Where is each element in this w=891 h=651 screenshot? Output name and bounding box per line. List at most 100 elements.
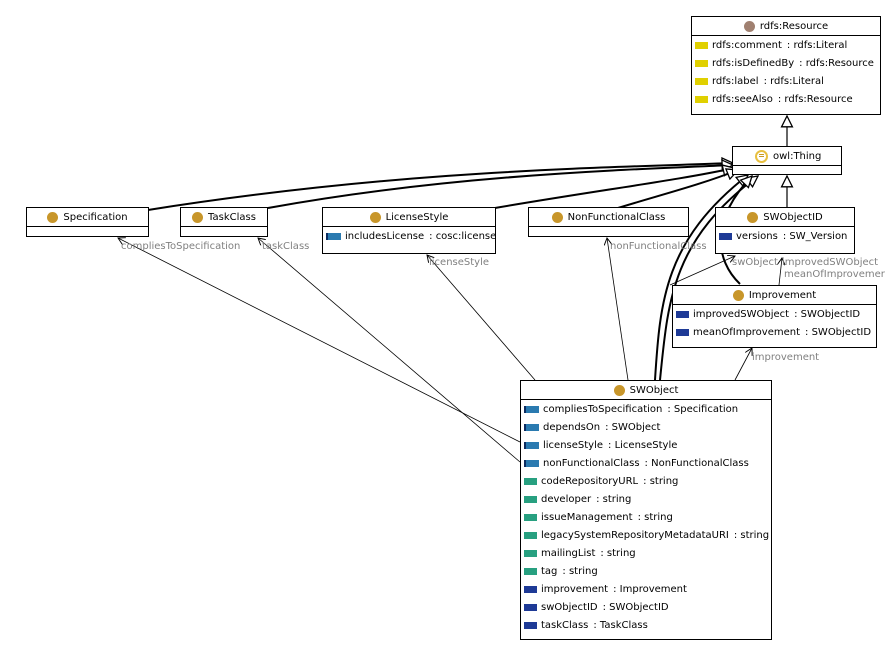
property-row[interactable]: tag: string (521, 562, 771, 580)
property-type: : rdfs:Resource (799, 57, 874, 69)
property-name: rdfs:label (712, 75, 759, 87)
datatype-property-icon (524, 549, 537, 557)
property-type: : TaskClass (593, 619, 648, 631)
functional-object-property-icon (524, 441, 539, 449)
property-row[interactable]: versions: SW_Version (716, 227, 854, 245)
property-type: : Specification (667, 403, 739, 415)
isa-edge-nonfunctional (617, 170, 738, 209)
functional-object-property-icon (524, 459, 539, 467)
property-name: codeRepositoryURL (541, 475, 639, 487)
property-name: nonFunctionalClass (543, 457, 640, 469)
property-row[interactable]: swObjectID: SWObjectID (521, 598, 771, 616)
property-type: : SWObjectID (805, 326, 872, 338)
property-row[interactable]: rdfs:label : rdfs:Literal (692, 72, 880, 90)
property-type: : rdfs:Resource (777, 93, 853, 105)
property-row[interactable]: rdfs:comment: rdfs:Literal (692, 36, 880, 54)
object-property-icon (524, 621, 537, 629)
property-row[interactable]: legacySystemRepositoryMetadataURI: strin… (521, 526, 771, 544)
property-name: rdfs:seeAlso (712, 93, 773, 105)
property-type: : string (600, 547, 636, 559)
object-property-icon (676, 310, 689, 318)
class-title: TaskClass (208, 211, 256, 223)
property-row[interactable]: issueManagement: string (521, 508, 771, 526)
property-type: : NonFunctionalClass (644, 457, 749, 469)
edge-label-compliesToSpecification: compliesToSpecification (121, 241, 241, 252)
property-row[interactable]: compliesToSpecification : Specification (521, 400, 771, 418)
property-name: issueManagement (541, 511, 633, 523)
class-improvement[interactable]: Improvement improvedSWObject: SWObjectID… (672, 285, 877, 348)
annotation-property-icon (695, 59, 708, 67)
property-type: : string (733, 529, 770, 541)
class-title: SWObject (629, 384, 679, 396)
class-icon (613, 384, 625, 396)
class-specification[interactable]: Specification (26, 207, 149, 237)
class-owl-thing[interactable]: owl:Thing (732, 146, 842, 175)
property-name: compliesToSpecification (543, 403, 663, 415)
class-swobject[interactable]: SWObject compliesToSpecification : Specif… (520, 380, 772, 640)
class-title: owl:Thing (773, 150, 822, 162)
object-property-icon (524, 603, 537, 611)
property-row[interactable]: meanOfImprovement: SWObjectID (673, 323, 876, 341)
class-title: SWObjectID (763, 211, 823, 223)
property-type: : SW_Version (782, 230, 848, 242)
datatype-property-icon (524, 513, 537, 521)
datatype-property-icon (524, 567, 537, 575)
class-icon (192, 211, 204, 223)
property-type: : string (596, 493, 632, 505)
property-type: : rdfs:Literal (763, 75, 824, 87)
property-type: : SWObjectID (794, 308, 861, 320)
class-icon (369, 211, 381, 223)
class-nonfunctionalclass[interactable]: NonFunctionalClass (528, 207, 689, 237)
isa-edge-specification (147, 163, 733, 211)
property-row[interactable]: taskClass : TaskClass (521, 616, 771, 634)
property-row[interactable]: licenseStyle: LicenseStyle (521, 436, 771, 454)
class-rdfs-resource[interactable]: rdfs:Resource rdfs:comment: rdfs:Literal… (691, 16, 881, 115)
property-name: tag (541, 565, 558, 577)
class-title: Specification (63, 211, 128, 223)
property-name: developer (541, 493, 592, 505)
property-type: : LicenseStyle (608, 439, 678, 451)
object-property-icon (719, 232, 732, 240)
class-swobjectid[interactable]: SWObjectID versions: SW_Version (715, 207, 855, 254)
property-row[interactable]: nonFunctionalClass : NonFunctionalClass (521, 454, 771, 472)
property-row[interactable]: mailingList: string (521, 544, 771, 562)
isa-edge-licensestyle (494, 168, 734, 209)
edge-swObject (669, 256, 735, 286)
datatype-property-icon (524, 531, 537, 539)
property-row[interactable]: dependsOn: SWObject (521, 418, 771, 436)
property-type: : Improvement (613, 583, 687, 595)
property-row[interactable]: improvedSWObject: SWObjectID (673, 305, 876, 323)
edge-nonFunctionalClass (607, 238, 629, 381)
property-row[interactable]: rdfs:seeAlso : rdfs:Resource (692, 90, 880, 108)
property-name: swObjectID (541, 601, 598, 613)
functional-object-property-icon (326, 232, 341, 240)
annotation-property-icon (695, 77, 708, 85)
property-name: dependsOn (543, 421, 601, 433)
class-licensestyle[interactable]: LicenseStyle includesLicense: cosc:licen… (322, 207, 496, 254)
property-row[interactable]: includesLicense: cosc:license (323, 227, 496, 245)
property-row[interactable]: codeRepositoryURL : string (521, 472, 771, 490)
object-property-icon (524, 585, 537, 593)
property-name: taskClass (541, 619, 589, 631)
property-row[interactable]: developer : string (521, 490, 771, 508)
functional-object-property-icon (524, 423, 539, 431)
edge-label-licenseStyle: licenseStyle (429, 257, 490, 268)
edge-label-improvement: improvement (752, 352, 820, 363)
edge-improvedSWObject (779, 258, 782, 286)
property-row[interactable]: improvement: Improvement (521, 580, 771, 598)
edge-licenseStyle (427, 255, 536, 381)
class-title: LicenseStyle (385, 211, 449, 223)
thing-class-icon (755, 149, 768, 163)
class-title: Improvement (748, 289, 817, 301)
annotation-property-icon (695, 41, 708, 49)
class-icon (551, 211, 563, 223)
isa-edge-taskclass (267, 165, 733, 209)
resource-class-icon (743, 20, 755, 32)
edge-label-swObject: swObject (732, 257, 778, 268)
property-type: : string (643, 475, 679, 487)
edge-label-taskClass: taskClass (262, 241, 310, 252)
property-type: : rdfs:Literal (786, 39, 848, 51)
property-row[interactable]: rdfs:isDefinedBy: rdfs:Resource (692, 54, 880, 72)
class-taskclass[interactable]: TaskClass (180, 207, 268, 237)
